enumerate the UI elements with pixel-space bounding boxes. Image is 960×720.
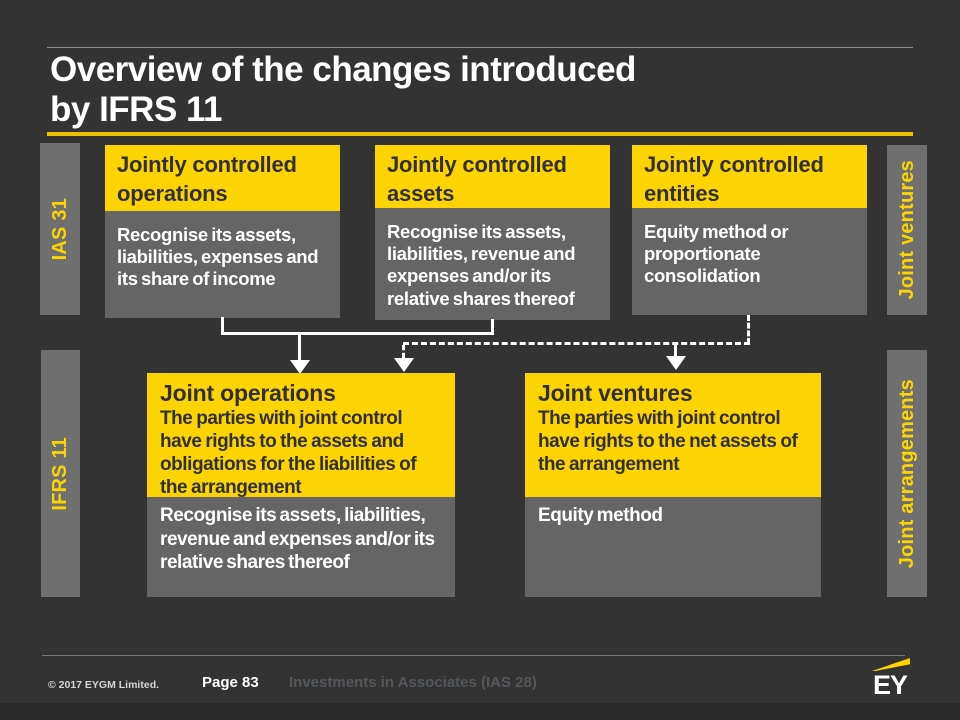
- box-joint-operations: Joint operations The parties with joint …: [147, 373, 455, 597]
- side-label-ias31: IAS 31: [40, 143, 80, 315]
- box-jointly-controlled-assets-body: Recognise its assets, liabilities, reven…: [375, 208, 610, 320]
- connector-dashed-stem-right: [674, 345, 677, 356]
- box-jointly-controlled-operations: Jointly controlled operations Recognise …: [105, 145, 340, 318]
- box-jointly-controlled-operations-body: Recognise its assets, liabilities, expen…: [105, 211, 340, 318]
- box-jointly-controlled-entities-header: Jointly controlled entities: [632, 145, 867, 208]
- box-joint-ventures-treatment: Equity method: [525, 497, 821, 597]
- connector-dashed-drop: [747, 315, 750, 344]
- box-joint-ventures-title: Joint ventures: [538, 380, 693, 406]
- connector-solid-drop-right: [491, 319, 494, 335]
- ey-logo-text: EY: [872, 670, 908, 700]
- side-label-ifrs11-text: IFRS 11: [49, 436, 71, 511]
- connector-solid-horizontal: [221, 332, 494, 335]
- side-label-ias31-text: IAS 31: [48, 197, 71, 261]
- arrow-down-dashed-left-icon: [394, 358, 414, 372]
- box-joint-ventures-header: Joint ventures The parties with joint co…: [525, 373, 821, 497]
- box-jointly-controlled-assets: Jointly controlled assets Recognise its …: [375, 145, 610, 320]
- side-label-joint-ventures: Joint ventures: [887, 145, 927, 315]
- footer-bottom-band: [0, 703, 960, 720]
- box-jointly-controlled-entities-body: Equity method or proportionate consolida…: [632, 208, 867, 315]
- side-label-joint-arrangements: Joint arrangements: [887, 350, 927, 597]
- box-jointly-controlled-entities: Jointly controlled entities Equity metho…: [632, 145, 867, 315]
- connector-dashed-stem-left: [402, 345, 405, 358]
- page-title-line1: Overview of the changes introduced: [50, 50, 636, 89]
- side-label-joint-ventures-text: Joint ventures: [895, 160, 918, 300]
- footer-divider: [42, 655, 905, 656]
- title-underline: [47, 132, 913, 136]
- box-joint-operations-treatment: Recognise its assets, liabilities, reven…: [147, 497, 455, 597]
- arrow-down-icon: [290, 360, 310, 374]
- connector-solid-stem: [298, 332, 301, 361]
- box-joint-operations-header: Joint operations The parties with joint …: [147, 373, 455, 498]
- page-title-line2: by IFRS 11: [50, 89, 223, 129]
- footer-deck-title: Investments in Associates (IAS 28): [289, 674, 537, 691]
- box-jointly-controlled-assets-header: Jointly controlled assets: [375, 145, 610, 208]
- page-title: Overview of the changes introduced by IF…: [50, 50, 890, 130]
- box-joint-operations-title: Joint operations: [160, 380, 336, 406]
- box-joint-ventures-definition: The parties with joint control have righ…: [538, 407, 798, 475]
- box-joint-ventures: Joint ventures The parties with joint co…: [525, 373, 821, 597]
- footer-copyright: © 2017 EYGM Limited.: [48, 679, 160, 691]
- side-label-ifrs11: IFRS 11: [41, 350, 80, 597]
- ey-logo: EY: [869, 658, 911, 699]
- box-joint-operations-definition: The parties with joint control have righ…: [160, 407, 417, 498]
- header-divider: [47, 47, 913, 48]
- connector-solid-drop-left: [221, 317, 224, 335]
- arrow-down-dashed-right-icon: [666, 356, 686, 370]
- side-label-joint-arrangements-text: Joint arrangements: [895, 378, 918, 569]
- connector-dashed-horizontal: [403, 342, 750, 345]
- box-jointly-controlled-operations-header: Jointly controlled operations: [105, 145, 340, 211]
- footer-page-number: Page 83: [202, 674, 259, 691]
